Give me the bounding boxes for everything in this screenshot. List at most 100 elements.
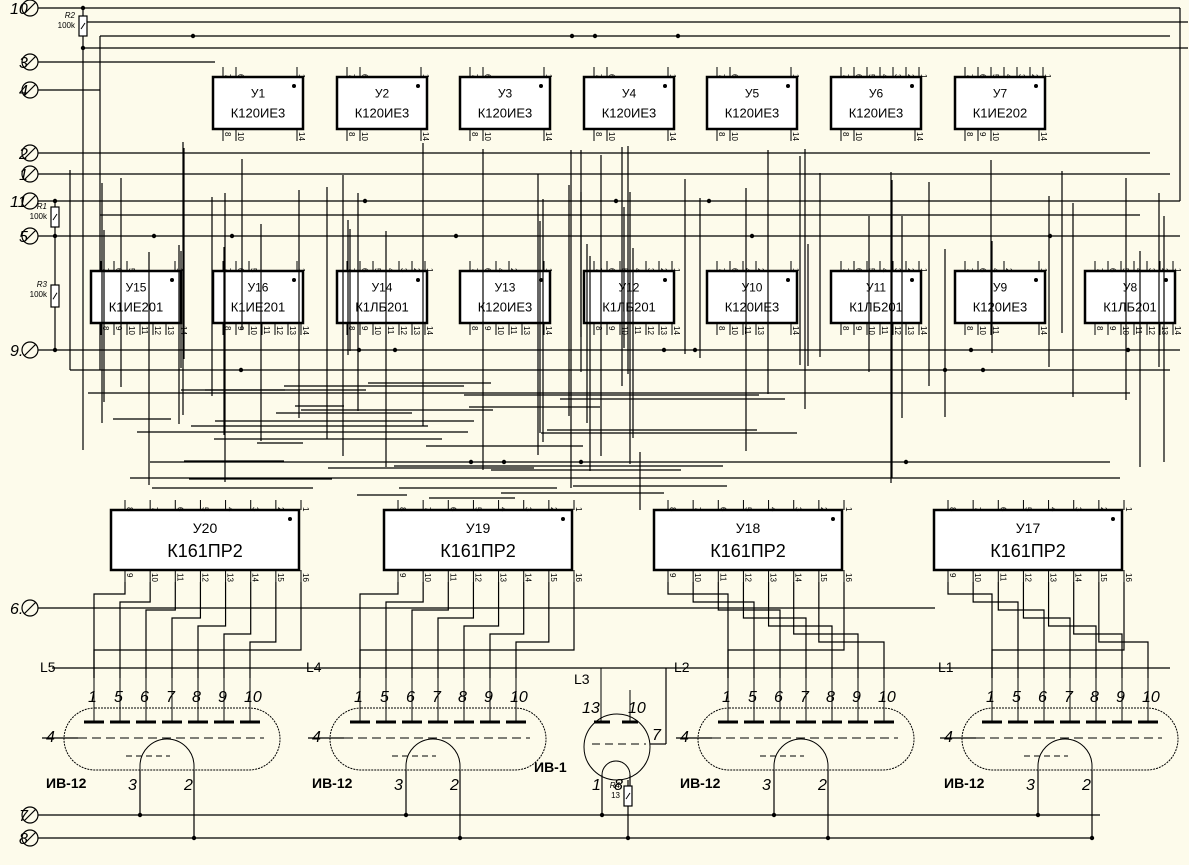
filament [601, 760, 631, 776]
junction-dot [191, 835, 197, 841]
terminal-4: 4 [19, 81, 39, 100]
pin-label: 2 [906, 74, 915, 79]
chip-body [335, 75, 429, 131]
wire [145, 582, 176, 678]
pin-label: 6 [854, 74, 863, 79]
pin-label: 3 [1147, 268, 1156, 273]
terminal-slash [23, 343, 37, 357]
pin-label: 4 [1134, 268, 1143, 273]
terminal-1: 1 [19, 165, 39, 184]
wire [1022, 582, 1071, 678]
pin-label: 6 [730, 268, 739, 273]
chip-ref: У6 [869, 87, 884, 101]
junction-dot [692, 347, 698, 353]
terminal-10: 10 [10, 0, 39, 18]
wire [93, 582, 302, 678]
pin-label: 9 [398, 573, 407, 578]
filament-pin-b: 2 [1081, 777, 1091, 794]
pin-label: 7 [347, 74, 356, 79]
pin-label: 10 [127, 326, 136, 335]
pin-label: 12 [743, 573, 752, 582]
pin-label: 14 [297, 132, 306, 141]
pin-label: 8 [965, 132, 974, 137]
terminal-label: 1 [19, 167, 28, 184]
pin-label: 12 [200, 573, 209, 582]
pin-label: 6 [236, 268, 245, 273]
resistor-ref: R3 [37, 280, 48, 289]
pin-label: 7 [717, 268, 726, 273]
chip-ref: У19 [466, 520, 491, 536]
pin1-marker [292, 84, 296, 88]
chip-part: К120ИЕ3 [725, 300, 780, 315]
junction-dot [749, 233, 755, 239]
pin-label: 11 [718, 573, 727, 582]
filament-pin-b: 8 [614, 777, 623, 794]
pin-label: 8 [841, 326, 850, 331]
anode-label: 7 [432, 689, 442, 706]
pin1-marker [1164, 278, 1168, 282]
pin-label: 4 [226, 507, 235, 512]
junction-dot [362, 198, 368, 204]
pin-label: 14 [791, 132, 800, 141]
pin-label: 1 [574, 507, 583, 512]
junction-dot [52, 198, 58, 204]
anode-label: 5 [1012, 689, 1021, 706]
terminal-slash [23, 1, 37, 15]
filament [773, 738, 829, 770]
pin1-marker [170, 278, 174, 282]
chip-body [382, 508, 574, 572]
terminal-5: 5 [19, 227, 39, 246]
pin-label: 1 [668, 74, 677, 79]
pin-label: 5 [867, 268, 876, 273]
pin-label: 6 [360, 268, 369, 273]
chip-part: К120ИЕ3 [478, 106, 533, 121]
junction-dot [453, 233, 459, 239]
pin-label: 2 [819, 507, 828, 512]
anode-label: 6 [774, 689, 783, 706]
pin-label: 7 [470, 268, 479, 273]
terminal-3: 3 [19, 53, 39, 72]
tube-envelope [583, 713, 651, 781]
anode-label: 10 [244, 689, 262, 706]
pin-label: 1 [1043, 74, 1052, 79]
pin-label: 14 [301, 326, 310, 335]
pin1-marker [910, 84, 914, 88]
pin-label: 8 [223, 132, 232, 137]
chip-ref: У16 [248, 281, 269, 295]
anode-label: 1 [986, 689, 995, 706]
tube-type: ИВ-12 [944, 775, 985, 791]
chip-ref: У14 [372, 281, 393, 295]
anode-label: 7 [800, 689, 810, 706]
pin-label: 8 [223, 326, 232, 331]
pin-label: 4 [499, 507, 508, 512]
pin-label: 8 [470, 326, 479, 331]
filament-pin-a: 1 [592, 777, 601, 794]
chip-ref: У8 [1123, 281, 1138, 295]
filament-pin-b: 2 [183, 777, 193, 794]
pin-label: 14 [421, 132, 430, 141]
chip-ref: У2 [375, 87, 390, 101]
wire [93, 582, 126, 678]
pin-label: 13 [769, 573, 778, 582]
resistor-ref: R2 [65, 11, 76, 20]
wire [997, 582, 1045, 678]
pin-label: 9 [360, 326, 369, 331]
pin-label: 8 [101, 326, 110, 331]
chip-body [953, 75, 1047, 131]
pin-label: 10 [854, 132, 863, 141]
pin-label: 5 [200, 507, 209, 512]
junction-dot [392, 347, 398, 353]
anode-label: 10 [878, 689, 896, 706]
terminal-label: 4 [19, 83, 28, 100]
terminal-label: 2 [18, 146, 28, 163]
wire [742, 582, 807, 678]
pin-label: 7 [841, 74, 850, 79]
pin-label: 8 [347, 132, 356, 137]
pin1-marker [292, 278, 296, 282]
chip-body [458, 269, 552, 325]
